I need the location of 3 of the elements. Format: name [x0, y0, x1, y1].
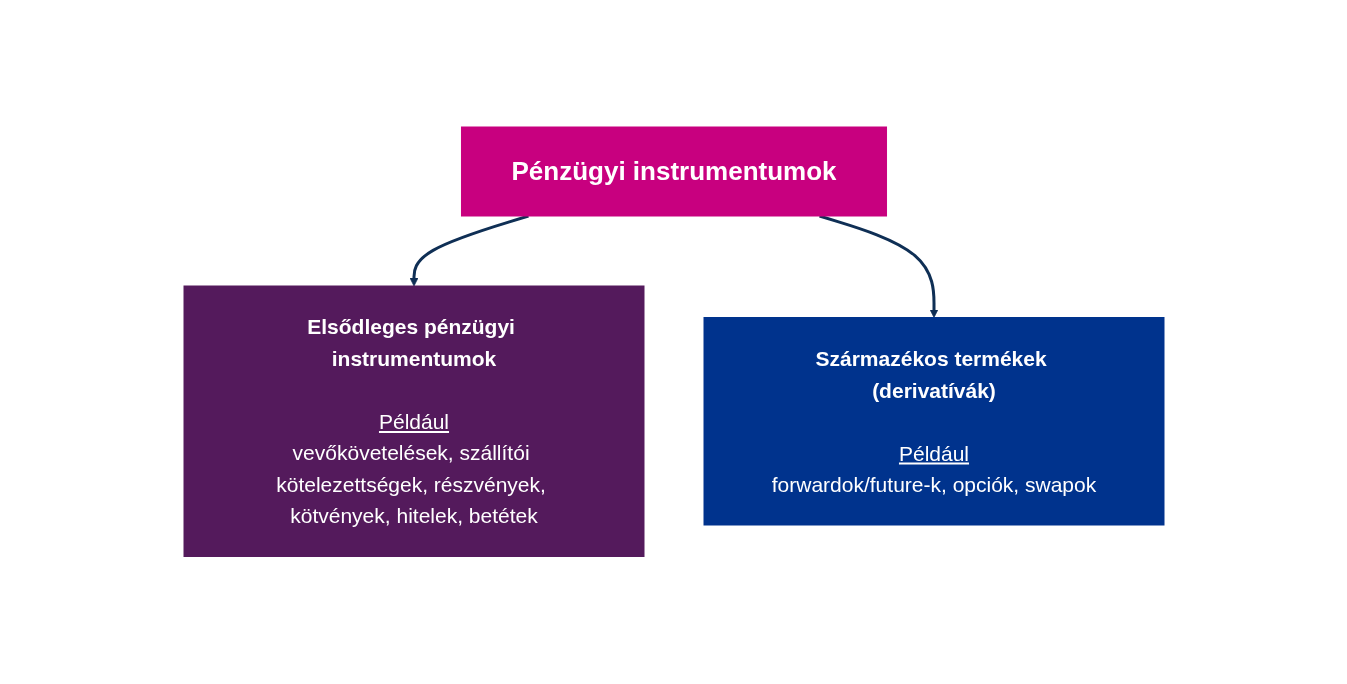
node-box: Pénzügyi instrumentumok: [460, 126, 887, 217]
node-box: Származékos termékek (derivatívák) Például forwardok/future-k, opciók, swapok: [703, 317, 1164, 526]
node-box: Elsődleges pénzügyi instrumentumok Például vevőkövetelések, szállítói kötelezettségek, részvények, kötvények, hitelek, betétek: [183, 285, 644, 558]
